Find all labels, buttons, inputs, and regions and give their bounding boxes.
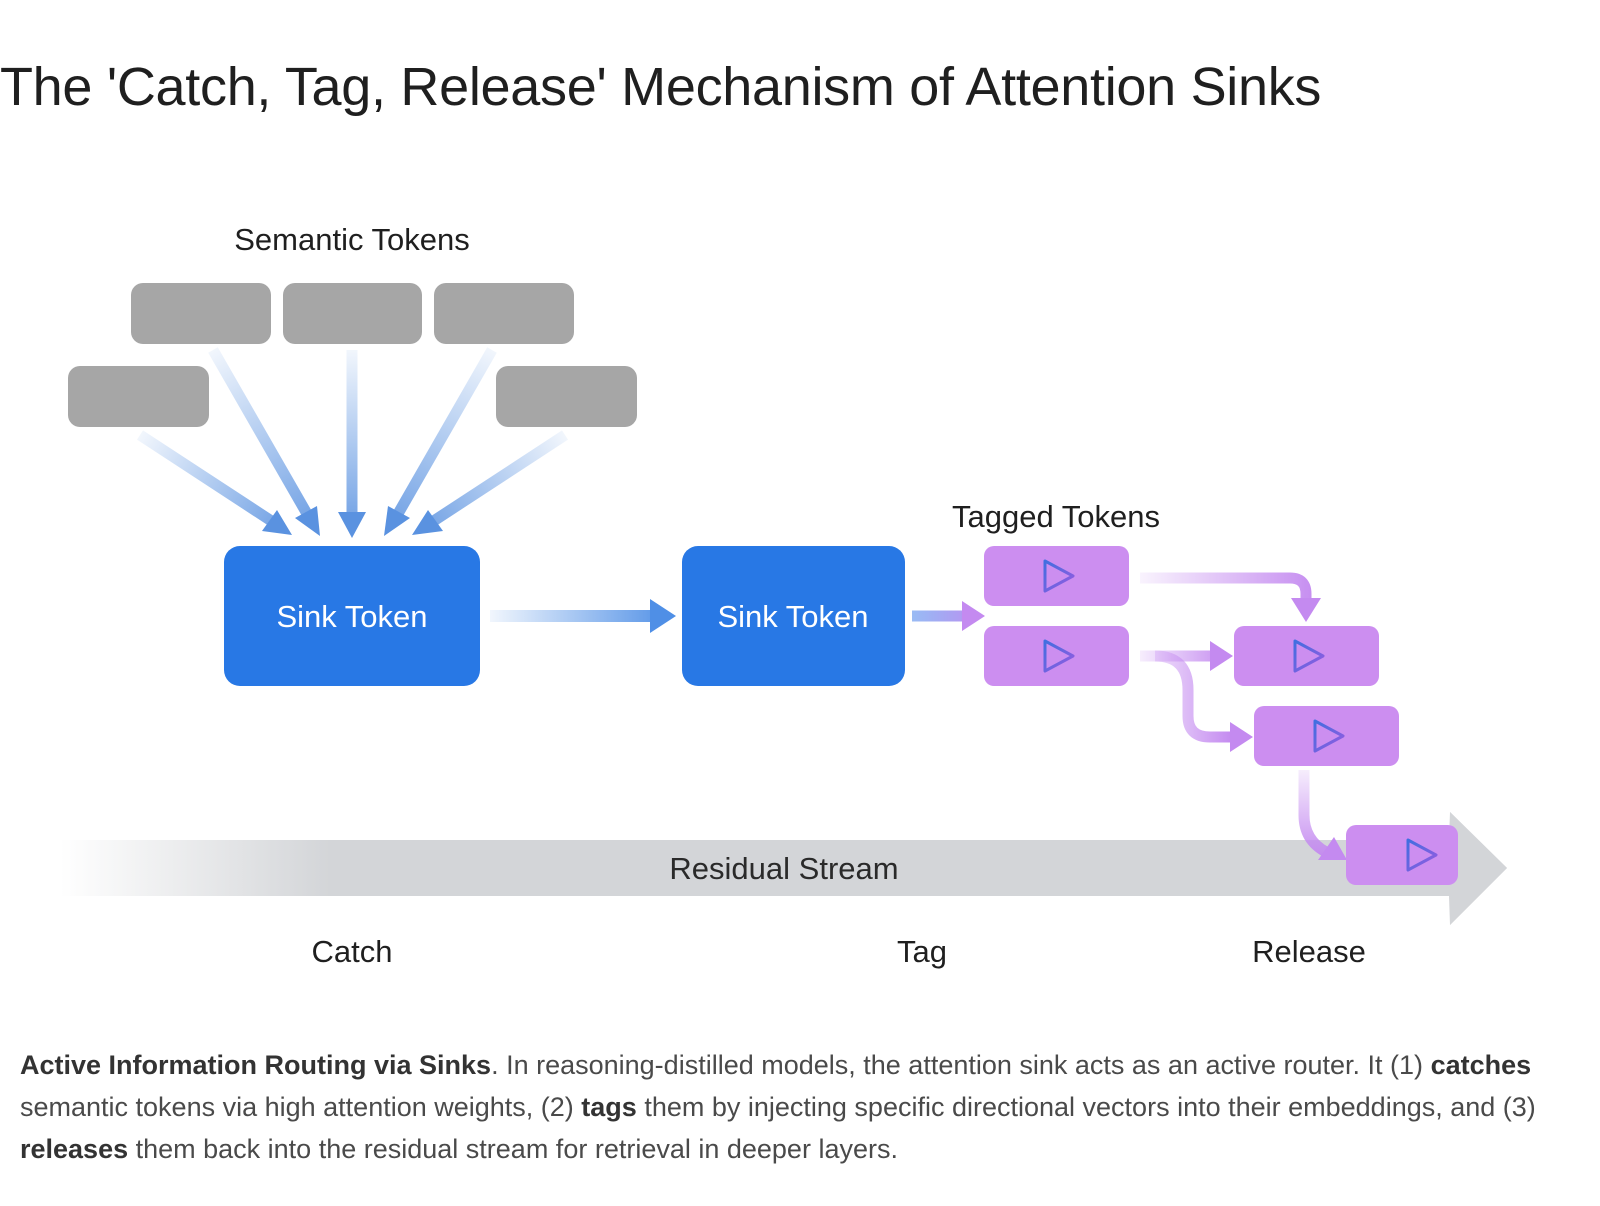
page-title: The 'Catch, Tag, Release' Mechanism of A…: [0, 57, 1322, 117]
tagged-tokens: [984, 546, 1458, 885]
caption-text: . In reasoning-distilled models, the att…: [491, 1050, 1431, 1080]
play-triangle-icon: [1313, 719, 1345, 753]
released-token: [1234, 626, 1379, 686]
tag-arrowhead: [962, 601, 985, 631]
catch-arrows: [136, 347, 569, 538]
caption-term-tags: tags: [581, 1092, 637, 1122]
semantic-token: [496, 366, 637, 427]
released-token: [1254, 706, 1399, 766]
semantic-token: [68, 366, 209, 427]
sink-token-label: Sink Token: [717, 599, 868, 634]
release-arrows: [1140, 572, 1347, 860]
semantic-token: [283, 283, 422, 344]
semantic-tokens: [68, 283, 637, 427]
caption-text: semantic tokens via high attention weigh…: [20, 1092, 582, 1122]
semantic-token: [434, 283, 574, 344]
semantic-tokens-label: Semantic Tokens: [234, 222, 470, 257]
tagged-token: [984, 626, 1129, 686]
stage-label-catch: Catch: [312, 934, 393, 969]
caption-term-catches: catches: [1430, 1050, 1532, 1080]
tagged-tokens-label: Tagged Tokens: [952, 499, 1160, 534]
caption-text: them by injecting specific directional v…: [636, 1092, 1536, 1122]
play-triangle-icon: [1406, 838, 1438, 872]
release-arrow: [1154, 650, 1230, 743]
caption-term-releases: releases: [20, 1134, 129, 1164]
sink-token-catch: [224, 546, 480, 686]
release-arrow: [1140, 572, 1312, 598]
caption-heading: Active Information Routing via Sinks: [20, 1050, 492, 1080]
released-token: [1346, 825, 1458, 885]
semantic-token: [131, 283, 271, 344]
release-arrow: [1298, 770, 1329, 857]
stage-label-release: Release: [1252, 934, 1366, 969]
catch-arrow: [208, 347, 315, 522]
sink-token-label: Sink Token: [276, 599, 427, 634]
residual-stream-label: Residual Stream: [669, 851, 898, 886]
transfer-arrowhead: [650, 599, 676, 633]
figure-caption: Active Information Routing via Sinks. In…: [20, 1044, 1560, 1170]
play-triangle-icon: [1043, 639, 1075, 673]
residual-stream: [60, 812, 1507, 925]
catch-arrow: [136, 430, 280, 529]
tagged-token: [984, 546, 1129, 606]
stage-label-tag: Tag: [897, 934, 947, 969]
catch-arrow: [390, 347, 497, 522]
play-triangle-icon: [1043, 559, 1075, 593]
sink-token-tag: [682, 546, 905, 686]
play-triangle-icon: [1293, 639, 1325, 673]
catch-arrow: [425, 430, 569, 529]
caption-text: them back into the residual stream for r…: [128, 1134, 898, 1164]
